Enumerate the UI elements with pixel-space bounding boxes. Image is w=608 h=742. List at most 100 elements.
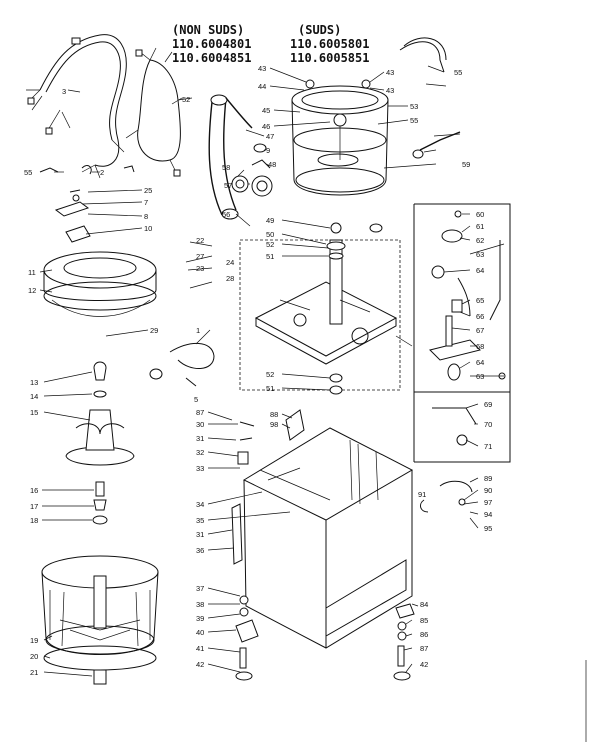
callout-29: 29: [150, 326, 158, 335]
callout-56: 55: [454, 68, 462, 77]
callout-31b: 31: [196, 530, 204, 539]
callout-16: 16: [30, 486, 38, 495]
callout-71: 69: [484, 400, 492, 409]
screw-part-87: [458, 498, 466, 506]
callout-64: 62: [476, 236, 484, 245]
callout-65b: 63: [476, 372, 484, 381]
screw-part-31: [239, 437, 253, 441]
callout-79: 85: [420, 616, 428, 625]
washer-part-50: [326, 241, 346, 251]
bearing-part-51b: [329, 385, 343, 395]
coupling-part-60: [251, 175, 273, 197]
callout-91: 97: [484, 498, 492, 507]
callout-3: 3: [62, 87, 66, 96]
callout-90: 95: [484, 524, 492, 533]
callout-18: 18: [30, 516, 38, 525]
grommet-part-59: [231, 175, 249, 193]
bearing-part-52: [329, 373, 343, 383]
outer-tub-part-46: [291, 85, 389, 196]
callout-37: 37: [196, 584, 204, 593]
nut-part-17: [93, 499, 107, 511]
non-suds-model-2: 110.6004851: [172, 51, 251, 65]
wash-basket-part-19: [41, 555, 159, 655]
callout-78: 84: [420, 600, 428, 609]
nut-part-43b: [361, 79, 371, 89]
suds-title: (SUDS): [298, 23, 341, 37]
callout-1: 1: [196, 326, 200, 335]
callout-24: 24: [226, 258, 234, 267]
callout-42: 42: [196, 660, 204, 669]
non-suds-title: (NON SUDS): [172, 23, 244, 37]
hub-ring-part-20: [43, 645, 157, 671]
bracket-part-78: [395, 603, 415, 619]
callout-23: 23: [196, 264, 204, 273]
leader-lines: [39, 65, 505, 677]
callout-28: 28: [226, 274, 234, 283]
callout-63: 61: [476, 222, 484, 231]
callout-66b: 64: [476, 358, 484, 367]
callout-35: 35: [196, 516, 204, 525]
nut-part-43: [305, 79, 315, 89]
tub-cover-ring-part-11: [43, 251, 157, 317]
callout-40: 40: [196, 628, 204, 637]
callout-9: 9: [266, 146, 270, 155]
non-suds-model-1: 110.6004801: [172, 37, 251, 51]
clamp-part-5b: [185, 377, 197, 387]
switch-part-32: [237, 451, 249, 465]
coupling-part-6: [149, 368, 163, 380]
drain-hose-part-47: [208, 94, 253, 220]
callout-53: 52: [182, 95, 190, 104]
callout-81: 87: [420, 644, 428, 653]
hub-nut-part-21: [93, 669, 107, 685]
callout-48: 48: [268, 160, 276, 169]
hose-part-26: [169, 343, 215, 369]
bolt-part-16: [95, 481, 105, 497]
callout-84: 87: [196, 408, 204, 417]
callout-27: 27: [196, 252, 204, 261]
callout-55: 53: [410, 102, 418, 111]
hose-clamp-part-48: [251, 159, 271, 169]
callout-21: 21: [30, 668, 38, 677]
callout-45: 45: [262, 106, 270, 115]
callout-76: 71: [484, 442, 492, 451]
callout-66: 64: [476, 266, 484, 275]
leg-nut-part-38: [239, 595, 249, 605]
callout-7: 7: [144, 198, 148, 207]
callout-57: 55: [24, 168, 32, 177]
leg-foot-part-42b: [393, 671, 411, 681]
leg-bolt-part-81: [397, 645, 405, 667]
callout-19: 19: [30, 636, 38, 645]
callout-70: 68: [476, 342, 484, 351]
callout-14: 14: [30, 392, 38, 401]
wiring-harness-part-53: [125, 47, 193, 177]
lid-switch-part-85: [285, 409, 305, 441]
screw-part-30: [239, 421, 255, 427]
callout-50: 50: [266, 230, 274, 239]
motor-bracket-group: [54, 189, 91, 243]
callout-61: 59: [462, 160, 470, 169]
callout-38: 38: [196, 600, 204, 609]
callout-89: 94: [484, 510, 492, 519]
callout-46: 46: [262, 122, 270, 131]
callout-47: 47: [266, 132, 274, 141]
callout-8: 8: [144, 212, 148, 221]
callout-87: 90: [484, 486, 492, 495]
clip-part-88: [420, 499, 429, 513]
washer-part-79: [397, 621, 407, 631]
callout-60: 58: [222, 163, 230, 172]
cap-part-22: [369, 223, 383, 233]
suds-model-1: 110.6005801: [290, 37, 369, 51]
callout-30: 30: [196, 420, 204, 429]
callout-62: 60: [476, 210, 484, 219]
callout-52b: 52: [266, 370, 274, 379]
callout-22: 22: [196, 236, 204, 245]
callout-15: 15: [30, 408, 38, 417]
callout-68: 66: [476, 312, 484, 321]
callout-73: 70: [484, 420, 492, 429]
callout-12: 12: [28, 286, 36, 295]
callout-10: 10: [144, 224, 152, 233]
callout-11: 11: [28, 268, 36, 277]
callout-17: 17: [30, 502, 38, 511]
callout-42b: 42: [420, 660, 428, 669]
